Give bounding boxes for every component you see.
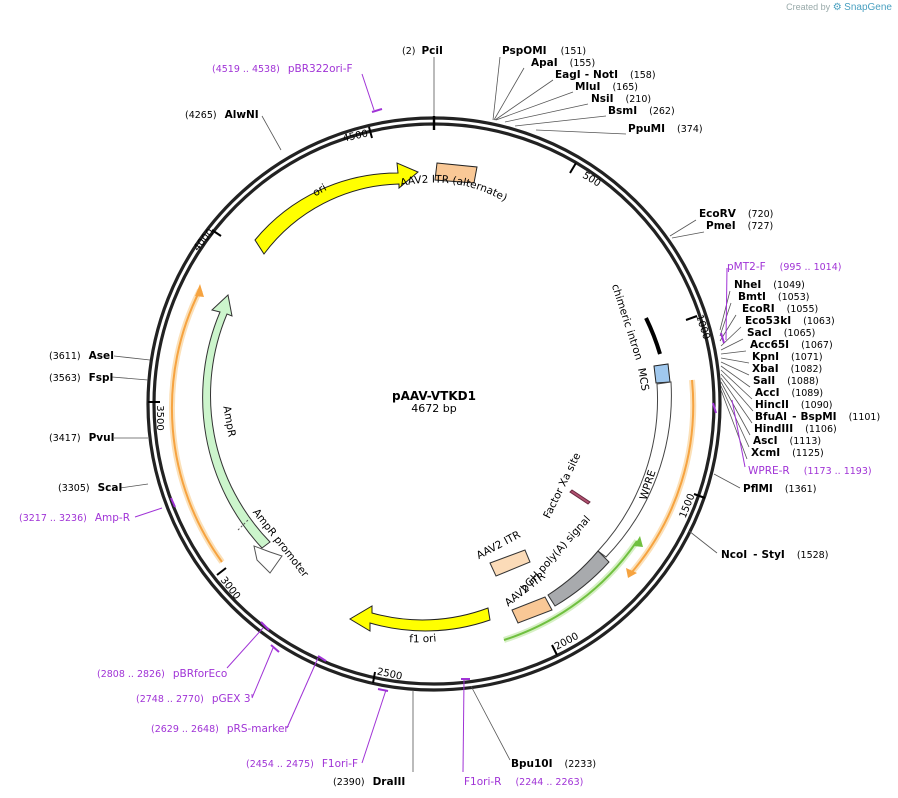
primer-prs-marker[interactable]: (2629 .. 2648)pRS-marker (151, 723, 289, 735)
tick-mark-1500 (693, 493, 706, 499)
enzyme-hincii[interactable]: HincII(1090) (755, 399, 833, 411)
enzyme-acci[interactable]: AccI(1089) (755, 387, 823, 399)
snapgene-logo-icon: ⚙ (832, 2, 842, 13)
enzyme-kpni[interactable]: KpnI(1071) (752, 351, 823, 363)
feature-label-wpre: WPRE (638, 469, 659, 502)
tick-mark-3000 (216, 567, 227, 576)
feature-label-f1-ori: f1 ori (409, 632, 437, 645)
enzyme-asci[interactable]: AscI(1113) (753, 435, 821, 447)
enzyme-sali[interactable]: SalI(1088) (753, 375, 819, 387)
feature-mcs (653, 363, 671, 384)
tick-label-2500: 2500 (376, 667, 403, 683)
orf-green-arc (503, 540, 638, 641)
feature-label-aav2-itr-alternate: AAV2 ITR (alternate) (399, 173, 509, 204)
feature-label-chimeric-intron: chimeric intron (609, 283, 645, 362)
plasmid-name: pAAV-VTKD1 (392, 389, 476, 403)
enzyme-eagi-noti[interactable]: EagI-NotI(158) (555, 69, 656, 81)
feature-label-mcs: MCS (635, 367, 651, 392)
orf-right-arc (631, 379, 695, 573)
enzyme-bfuai-bspmi[interactable]: BfuAI-BspMI(1101) (755, 411, 880, 423)
primer-f1ori-r[interactable]: F1ori-R(2244 .. 2263) (464, 776, 583, 788)
orf-right-arrowhead-icon (626, 568, 637, 578)
primer-pgex-3[interactable]: (2748 .. 2770)pGEX 3' (136, 693, 253, 705)
feature-wpre (597, 381, 672, 558)
enzyme-ncoi-styi[interactable]: NcoI-StyI(1528) (721, 549, 828, 561)
enzyme-mlui[interactable]: MluI(165) (575, 81, 638, 93)
primer-pbr322ori-f[interactable]: (4519 .. 4538)pBR322ori-F (212, 63, 353, 75)
enzyme-asei[interactable]: (3611)AseI (49, 350, 114, 362)
feature-aav2-itr-alternate (434, 162, 478, 184)
snapgene-credit: Created by ⚙ SnapGene (786, 2, 892, 13)
enzyme-hindiii[interactable]: HindIII(1106) (754, 423, 837, 435)
feature-bgh-polya (547, 550, 610, 607)
enzyme-xbai[interactable]: XbaI(1082) (752, 363, 822, 375)
feature-factor-xa-site (569, 489, 591, 505)
tick-mark-4500 (368, 126, 373, 139)
feature-label-ampr: AmpR (220, 405, 237, 438)
feature-f1-ori-arrow (349, 605, 491, 632)
primer-connectors (134, 73, 746, 773)
enzyme-bsmi[interactable]: BsmI(262) (608, 105, 675, 117)
plasmid-size: 4672 bp (411, 402, 456, 415)
tick-label-500: 500 (580, 170, 602, 189)
feature-aav2-itr (511, 596, 553, 624)
enzyme-ecorv[interactable]: EcoRV(720) (699, 208, 773, 220)
enzyme-bmti[interactable]: BmtI(1053) (738, 291, 809, 303)
enzyme-scai[interactable]: (3305)ScaI (58, 482, 122, 494)
enzyme-pvui[interactable]: (3417)PvuI (49, 432, 115, 444)
enzyme-xcmi[interactable]: XcmI(1125) (751, 447, 824, 459)
credit-prefix: Created by (786, 2, 831, 12)
orf-left-arrowhead-icon (195, 284, 204, 297)
primer-pmt2-f[interactable]: pMT2-F(995 .. 1014) (727, 261, 841, 273)
feature-ampr-promoter (253, 545, 283, 574)
tick-mark-500 (569, 162, 577, 174)
enzyme-ppumi[interactable]: PpuMI(374) (628, 123, 703, 135)
tick-label-4000: 4000 (192, 227, 217, 254)
enzyme-draiii[interactable]: (2390)DraIII (333, 776, 405, 788)
enzyme-connectors (111, 56, 754, 772)
enzyme-nsii[interactable]: NsiI(210) (591, 93, 651, 105)
enzyme-saci[interactable]: SacI(1065) (747, 327, 815, 339)
tick-label-3500: 3500 (154, 405, 165, 430)
orf-left-arc (170, 289, 223, 563)
tick-label-4500: 4500 (342, 129, 369, 145)
orf-green-arrowhead-icon (634, 536, 643, 547)
feature-aav2-itr-2 (489, 549, 531, 577)
enzyme-labels: (2)PciI PspOMI(151) ApaI(155) EagI-NotI(… (49, 45, 880, 788)
tick-label-1000: 1000 (693, 313, 711, 341)
feature-ori-arrow (254, 162, 419, 255)
orf-arcs (168, 284, 697, 643)
tick-mark-2000 (551, 644, 558, 656)
enzyme-alwni[interactable]: (4265)AlwNI (185, 109, 259, 121)
enzyme-eco53ki[interactable]: Eco53kI(1063) (745, 315, 835, 327)
enzyme-pmei[interactable]: PmeI(727) (706, 220, 773, 232)
feature-label-factor-xa-site: Factor Xa site (541, 451, 583, 520)
feature-chimeric-intron (644, 317, 662, 355)
enzyme-pcii[interactable]: (2)PciI (402, 45, 443, 57)
feature-ampr-arrow (202, 294, 271, 549)
enzyme-bpu10i[interactable]: Bpu10I(2233) (511, 758, 596, 770)
primer-f1ori-f[interactable]: (2454 .. 2475)F1ori-F (246, 758, 358, 770)
enzyme-acc65i[interactable]: Acc65I(1067) (750, 339, 833, 351)
enzyme-ecori[interactable]: EcoRI(1055) (742, 303, 818, 315)
enzyme-apai[interactable]: ApaI(155) (531, 57, 595, 69)
enzyme-nhei[interactable]: NheI(1049) (734, 279, 805, 291)
tick-mark-4000 (211, 229, 222, 237)
tick-mark-2500 (372, 671, 376, 684)
primer-amp-r[interactable]: (3217 .. 3236)Amp-R (19, 512, 130, 524)
enzyme-fspi[interactable]: (3563)FspI (49, 372, 113, 384)
primer-labels: (4519 .. 4538)pBR322ori-F pMT2-F(995 .. … (19, 63, 872, 788)
primer-wpre-r[interactable]: WPRE-R(1173 .. 1193) (748, 465, 872, 477)
tick-mark-1000 (685, 315, 698, 321)
enzyme-pflmi[interactable]: PflMI(1361) (743, 483, 816, 495)
credit-brand: SnapGene (844, 2, 892, 13)
enzyme-pspomi[interactable]: PspOMI(151) (502, 45, 586, 57)
primer-pbrforeco[interactable]: (2808 .. 2826)pBRforEco (97, 668, 227, 680)
